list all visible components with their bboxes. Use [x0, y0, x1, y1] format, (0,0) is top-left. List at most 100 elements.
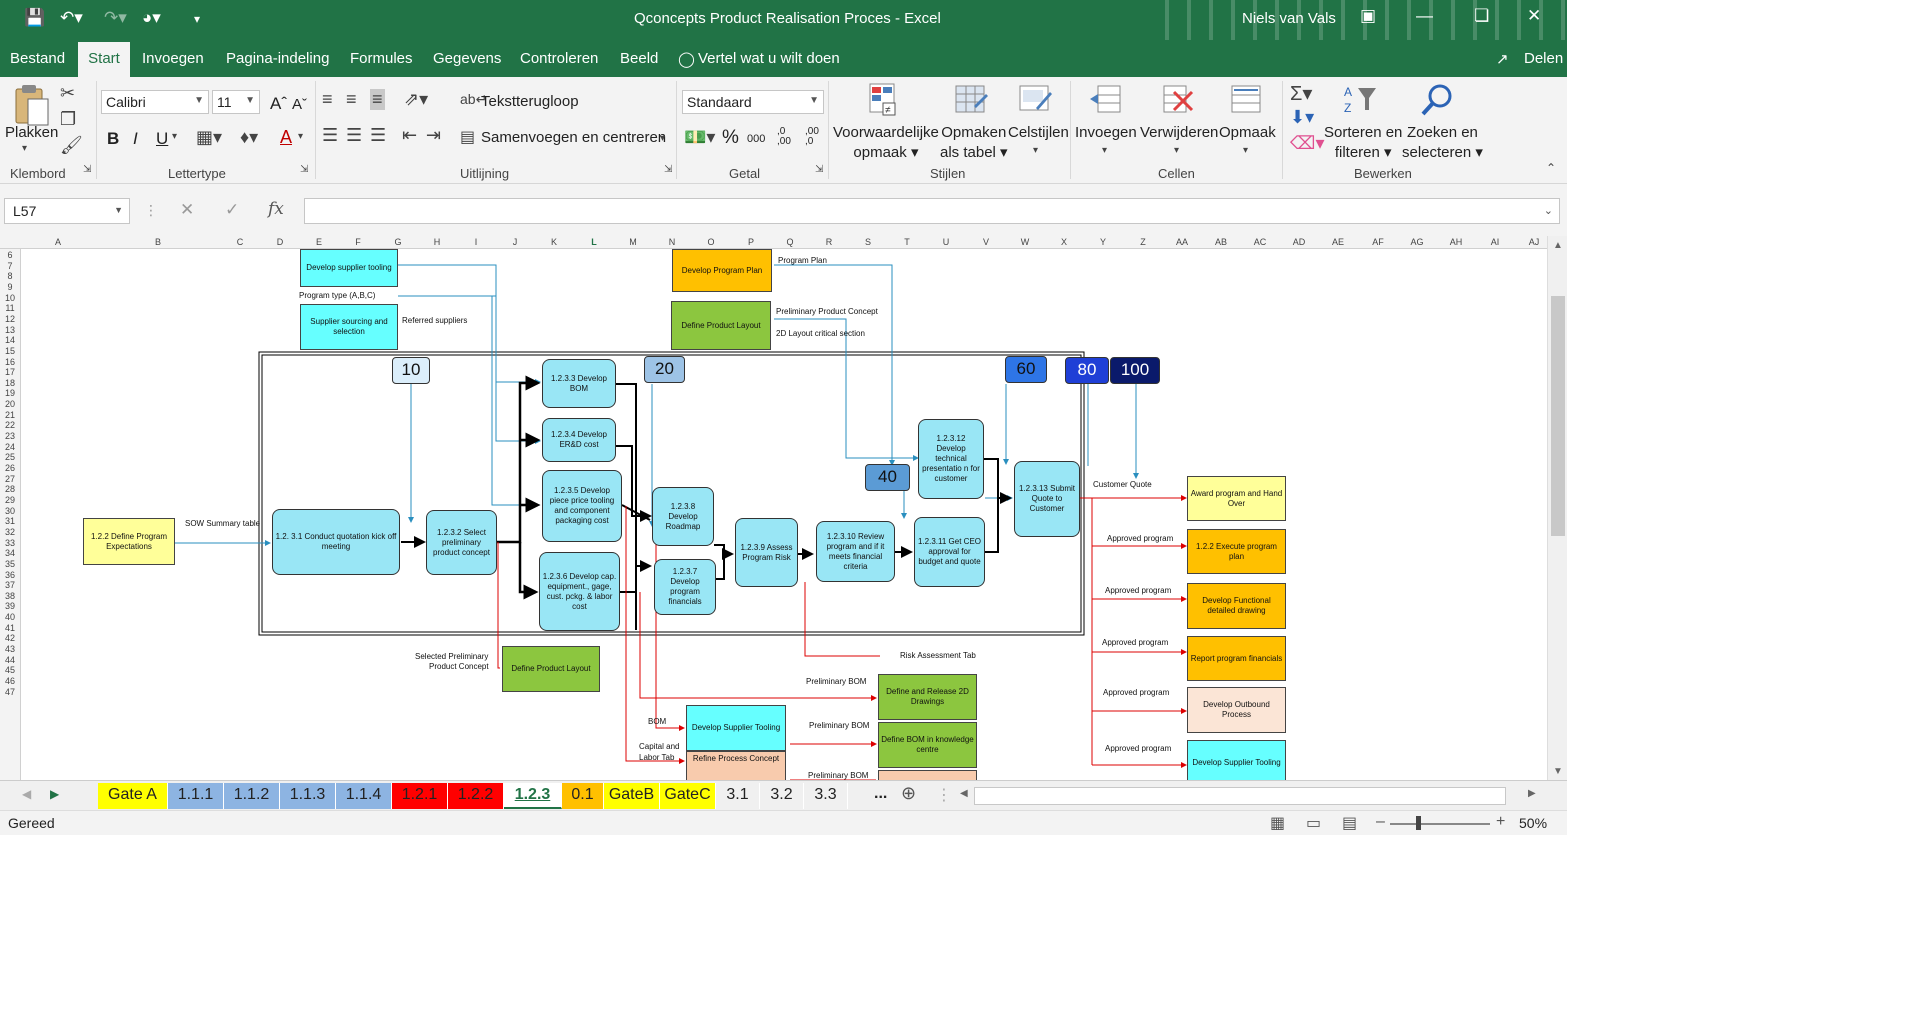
row-header[interactable]: 11 [5, 303, 15, 314]
customize-toolbar-icon[interactable]: ▾ [194, 12, 201, 26]
restore-icon[interactable]: ❏ [1474, 6, 1490, 25]
tab-invoegen[interactable]: Invoegen [142, 50, 204, 67]
scroll-left-icon[interactable]: ◀ [960, 788, 968, 799]
box-define-expectations[interactable]: 1.2.2 Define Program Expectations [83, 518, 175, 565]
align-bottom-icon[interactable]: ≡ [370, 89, 385, 110]
column-header[interactable]: K [550, 237, 557, 247]
format-cells-button[interactable]: Opmaak [1219, 124, 1276, 141]
box-supplier-tooling[interactable]: Develop supplier tooling [300, 249, 398, 287]
formula-input[interactable]: ⌄ [304, 198, 1560, 224]
sheet-tab[interactable]: GateC [660, 783, 716, 809]
delete-cells-icon[interactable] [1160, 82, 1196, 118]
sheet-tab[interactable]: 1.2.3 [504, 783, 562, 809]
box-program-plan[interactable]: Develop Program Plan [672, 249, 772, 292]
box-refine-process[interactable]: Refine Process Concept [686, 751, 786, 780]
sheet-tab[interactable]: 1.1.2 [224, 783, 280, 809]
format-as-table-icon[interactable] [954, 82, 990, 118]
tab-gegevens[interactable]: Gegevens [433, 50, 502, 67]
column-header[interactable]: AB [1214, 237, 1227, 247]
box-develop-financials[interactable]: 1.2.3.7 Develop program financials [654, 559, 716, 615]
delete-dropdown-icon[interactable]: ▾ [1174, 145, 1180, 156]
column-header[interactable]: J [512, 237, 518, 247]
copy-icon[interactable]: ❐ [60, 109, 77, 129]
zoom-level[interactable]: 50% [1519, 815, 1548, 831]
row-header[interactable]: 14 [4, 335, 15, 346]
box-award-program[interactable]: Award program and Hand Over [1187, 476, 1286, 521]
find-select-icon[interactable] [1420, 82, 1456, 118]
clipboard-launcher-icon[interactable]: ⇲ [83, 164, 92, 175]
more-sheets-button[interactable]: ... [874, 785, 888, 802]
close-icon[interactable]: ✕ [1527, 6, 1542, 25]
tab-start[interactable]: Start [78, 42, 130, 77]
undo-icon[interactable]: ↶▾ [60, 8, 83, 27]
tab-controleren[interactable]: Controleren [520, 50, 599, 67]
box-supplier-sourcing[interactable]: Supplier sourcing and selection [300, 304, 398, 350]
page-break-icon[interactable]: ▤ [1342, 815, 1358, 832]
column-header[interactable]: AG [1410, 237, 1424, 247]
percent-button[interactable]: % [722, 127, 739, 148]
font-name-combo[interactable]: Calibri▼ [101, 90, 209, 114]
sheet-tab[interactable]: 1.1.4 [336, 783, 392, 809]
box-execute-plan[interactable]: 1.2.2 Execute program plan [1187, 529, 1286, 574]
format-painter-icon[interactable]: 🖌 [60, 135, 83, 155]
row-header[interactable]: 41 [4, 622, 15, 633]
box-report-financials[interactable]: Report program financials [1187, 636, 1286, 681]
cell-styles-icon[interactable] [1018, 82, 1054, 118]
row-header[interactable]: 39 [4, 601, 15, 612]
insert-cells-button[interactable]: Invoegen [1075, 124, 1137, 141]
row-header[interactable]: 32 [4, 526, 15, 537]
column-header[interactable]: A [54, 237, 61, 247]
delete-cells-button[interactable]: Verwijderen [1140, 124, 1219, 141]
increase-indent-icon[interactable]: ⇥ [426, 125, 442, 145]
fill-icon[interactable]: ⬇▾ [1290, 107, 1315, 127]
font-color-icon[interactable]: A [280, 127, 293, 147]
merge-icon[interactable]: ▤ [460, 129, 476, 146]
box-release-2d[interactable]: Define and Release 2D Drawings [878, 674, 977, 720]
increase-decimal-button[interactable]: ,0 ,00 [777, 126, 791, 147]
box-develop-piece-price[interactable]: 1.2.3.5 Develop piece price tooling and … [542, 470, 622, 542]
column-header[interactable]: T [904, 237, 910, 247]
collapse-ribbon-icon[interactable]: ⌃ [1546, 161, 1557, 175]
row-header[interactable]: 24 [4, 441, 15, 452]
redo-icon[interactable]: ↷▾ [104, 8, 127, 27]
row-header[interactable]: 37 [4, 580, 15, 591]
tab-formules[interactable]: Formules [350, 50, 413, 67]
column-header[interactable]: Y [1099, 237, 1106, 247]
ribbon-display-icon[interactable]: ▣ [1360, 6, 1377, 25]
row-header[interactable]: 31 [4, 516, 15, 527]
wrap-text-icon[interactable]: ab↵ [460, 91, 488, 107]
box-select-concept[interactable]: 1.2.3.2 Select preliminary product conce… [426, 510, 497, 575]
row-header[interactable]: 46 [4, 676, 15, 686]
font-launcher-icon[interactable]: ⇲ [300, 164, 309, 175]
vertical-scroll-thumb[interactable] [1551, 296, 1565, 536]
paste-button[interactable]: Plakken [5, 124, 59, 141]
merge-center-button[interactable]: Samenvoegen en centreren [481, 129, 667, 146]
box-functional-drawing[interactable]: Develop Functional detailed drawing [1187, 583, 1286, 629]
column-header[interactable]: F [355, 237, 361, 247]
column-header[interactable]: N [668, 237, 676, 247]
insert-dropdown-icon[interactable]: ▾ [1102, 145, 1108, 156]
sheet-tab[interactable]: Gate A [98, 783, 168, 809]
shrink-font-icon[interactable]: Aˇ [292, 96, 307, 113]
sheet-tab[interactable]: 1.2.1 [392, 783, 448, 809]
zoom-in-icon[interactable]: + [1496, 813, 1506, 830]
minimize-icon[interactable]: — [1416, 6, 1433, 25]
insert-cells-icon[interactable] [1088, 82, 1124, 118]
cell-styles-dropdown-icon[interactable]: ▾ [1033, 145, 1039, 156]
box-ceo-approval[interactable]: 1.2.3.11 Get CEO approval for budget and… [914, 517, 985, 587]
share-button[interactable]: Delen [1524, 50, 1564, 67]
row-header[interactable]: 34 [4, 548, 15, 559]
row-header[interactable]: 23 [4, 431, 15, 442]
box-develop-roadmap[interactable]: 1.2.3.8 Develop Roadmap [652, 487, 714, 546]
zoom-slider[interactable] [1390, 823, 1490, 825]
number-launcher-icon[interactable]: ⇲ [815, 164, 824, 175]
column-header[interactable]: X [1060, 237, 1067, 247]
box-supplier-tooling-2[interactable]: Develop Supplier Tooling [1187, 740, 1286, 780]
wrap-text-button[interactable]: Tekstterugloop [481, 93, 579, 110]
column-header[interactable]: AF [1372, 237, 1384, 247]
align-right-icon[interactable]: ☰ [370, 125, 387, 145]
